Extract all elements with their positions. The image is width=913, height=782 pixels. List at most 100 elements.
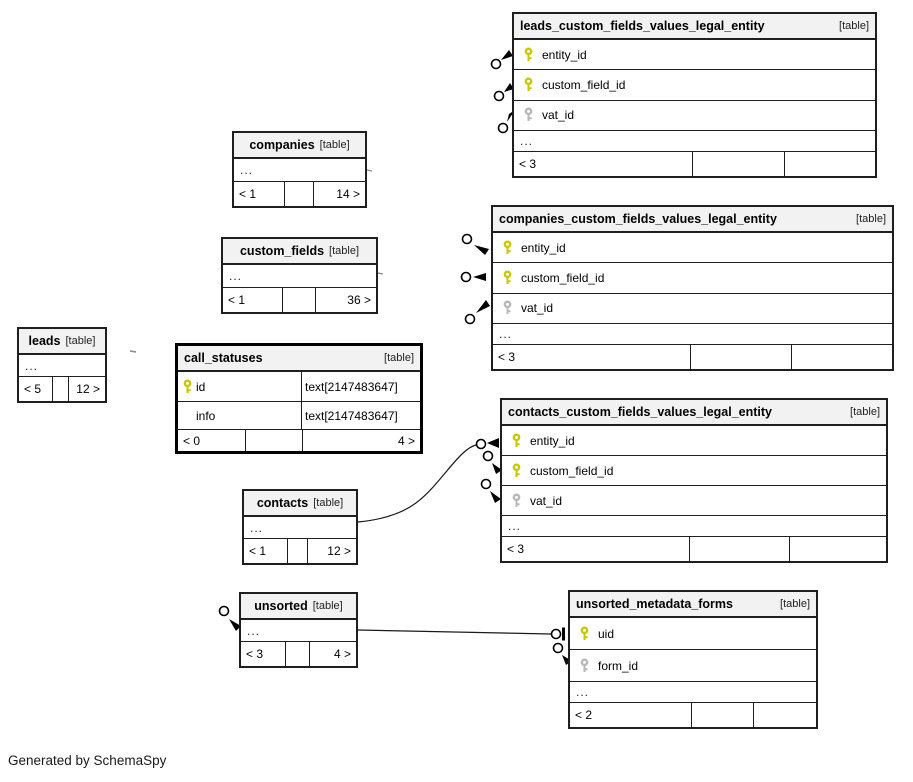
table-row: form_id <box>570 650 816 682</box>
column-name: custom_field_id <box>542 77 626 92</box>
table-unsorted-metadata-forms: unsorted_metadata_forms [table] uid form… <box>568 590 818 729</box>
footer-children-count: < 1 <box>234 182 286 206</box>
table-unsorted: unsorted [table] ... < 3 4 > <box>239 592 358 668</box>
footer-children-count: < 2 <box>570 703 692 727</box>
footer-mid-cell <box>693 151 785 176</box>
foreign-key-icon <box>503 300 511 315</box>
table-footer: < 1 12 > <box>244 539 356 563</box>
footer-children-count: < 5 <box>19 377 54 401</box>
column-name: vat_id <box>530 493 563 508</box>
footer-parents-count: 12 > <box>327 544 351 558</box>
table-row: custom_field_id <box>514 70 875 101</box>
footer-parents-count <box>754 703 816 727</box>
ellipsis-row: ... <box>514 131 875 152</box>
primary-key-icon <box>580 625 588 640</box>
cardinality-arrows <box>229 50 572 665</box>
table-header[interactable]: custom_fields [table] <box>223 239 376 265</box>
table-name: contacts <box>256 496 309 510</box>
ellipsis-row: ... <box>502 516 886 537</box>
column-name: form_id <box>598 658 639 673</box>
primary-key-icon <box>503 240 511 254</box>
table-leads-custom-fields-values-legal-entity: leads_custom_fields_values_legal_entity … <box>512 12 877 178</box>
primary-key-icon <box>512 462 520 477</box>
column-type: text[2147483647] <box>301 402 420 429</box>
table-header[interactable]: call_statuses [table] <box>178 346 420 372</box>
column-name: entity_id <box>542 47 587 62</box>
table-row: entity_id <box>514 40 875 71</box>
foreign-key-icon <box>580 657 588 672</box>
table-name: unsorted <box>254 599 308 613</box>
table-header[interactable]: unsorted [table] <box>241 594 356 620</box>
column-name: vat_id <box>521 301 554 316</box>
column-name: uid <box>598 626 615 641</box>
table-header[interactable]: companies [table] <box>234 133 365 159</box>
table-tag: [table] <box>329 245 360 257</box>
stub-companies <box>366 169 373 172</box>
table-companies: companies [table] ... < 1 14 > <box>232 131 367 208</box>
ellipsis-row: ... <box>493 324 892 345</box>
table-row: uid <box>570 618 816 650</box>
table-name: unsorted_metadata_forms <box>576 597 733 611</box>
footer-parents-count <box>785 152 875 176</box>
table-name: call_statuses <box>184 351 263 365</box>
footer-parents-count: 4 > <box>397 433 415 448</box>
column-name: custom_field_id <box>521 270 605 285</box>
table-tag: [table] <box>312 600 343 612</box>
footer-parents-count: 36 > <box>347 293 371 307</box>
column-name: id <box>196 379 206 394</box>
ellipsis-row: ... <box>241 620 356 642</box>
footer-children-count: < 3 <box>502 537 691 561</box>
primary-key-icon <box>503 270 511 284</box>
primary-key-icon <box>512 432 520 447</box>
edge-contacts-to-contacts-cfvle <box>357 444 477 523</box>
table-footer: < 3 <box>493 344 892 369</box>
table-row: vat_id <box>502 486 886 516</box>
footer-parents-count: 12 > <box>76 382 100 396</box>
ellipsis-row: ... <box>244 517 356 539</box>
footer-children-count: < 1 <box>244 539 288 563</box>
table-tag: [table] <box>856 213 886 225</box>
table-tag: [table] <box>839 20 869 32</box>
footer-mid-cell <box>690 537 790 561</box>
footer-parents-count: 14 > <box>336 187 360 201</box>
table-footer: < 3 <box>514 151 875 176</box>
footer-parents-count <box>792 345 892 369</box>
table-row: info text[2147483647] <box>178 402 420 430</box>
ellipsis-row: ... <box>570 682 816 703</box>
footer-mid-cell <box>288 539 308 563</box>
footer-children-count: < 0 <box>178 430 246 451</box>
table-name: leads_custom_fields_values_legal_entity <box>520 19 765 33</box>
foreign-key-icon <box>524 107 532 122</box>
footer-mid-cell <box>53 377 69 401</box>
foreign-key-icon <box>512 492 520 507</box>
table-leads: leads [table] ... < 5 12 > <box>17 327 107 403</box>
table-name: custom_fields <box>239 244 325 258</box>
table-name: leads <box>28 334 61 348</box>
table-footer: < 3 4 > <box>241 642 356 666</box>
table-tag: [table] <box>319 139 350 151</box>
footer-children-count: < 3 <box>514 151 693 176</box>
column-name: info <box>196 408 216 423</box>
generated-by-note: Generated by SchemaSpy <box>8 753 167 768</box>
cardinality-circles <box>218 58 564 654</box>
table-header[interactable]: leads [table] <box>19 329 105 355</box>
table-name: companies_custom_fields_values_legal_ent… <box>499 212 777 226</box>
ellipsis-row: ... <box>234 159 365 182</box>
table-footer: < 5 12 > <box>19 377 105 401</box>
footer-children-count: < 3 <box>241 642 286 666</box>
table-row: custom_field_id <box>493 263 892 294</box>
table-header[interactable]: contacts_custom_fields_values_legal_enti… <box>502 400 886 426</box>
table-header[interactable]: leads_custom_fields_values_legal_entity … <box>514 14 875 40</box>
ellipsis-row: ... <box>19 355 105 377</box>
footer-parents-count <box>790 537 886 561</box>
footer-mid-cell <box>286 642 310 666</box>
table-footer: < 3 <box>502 537 886 561</box>
table-header[interactable]: contacts [table] <box>244 491 356 517</box>
table-row: id text[2147483647] <box>178 372 420 402</box>
table-header[interactable]: companies_custom_fields_values_legal_ent… <box>493 207 892 233</box>
table-header[interactable]: unsorted_metadata_forms [table] <box>570 592 816 618</box>
ellipsis-row: ... <box>223 265 376 288</box>
footer-mid-cell <box>246 430 303 451</box>
